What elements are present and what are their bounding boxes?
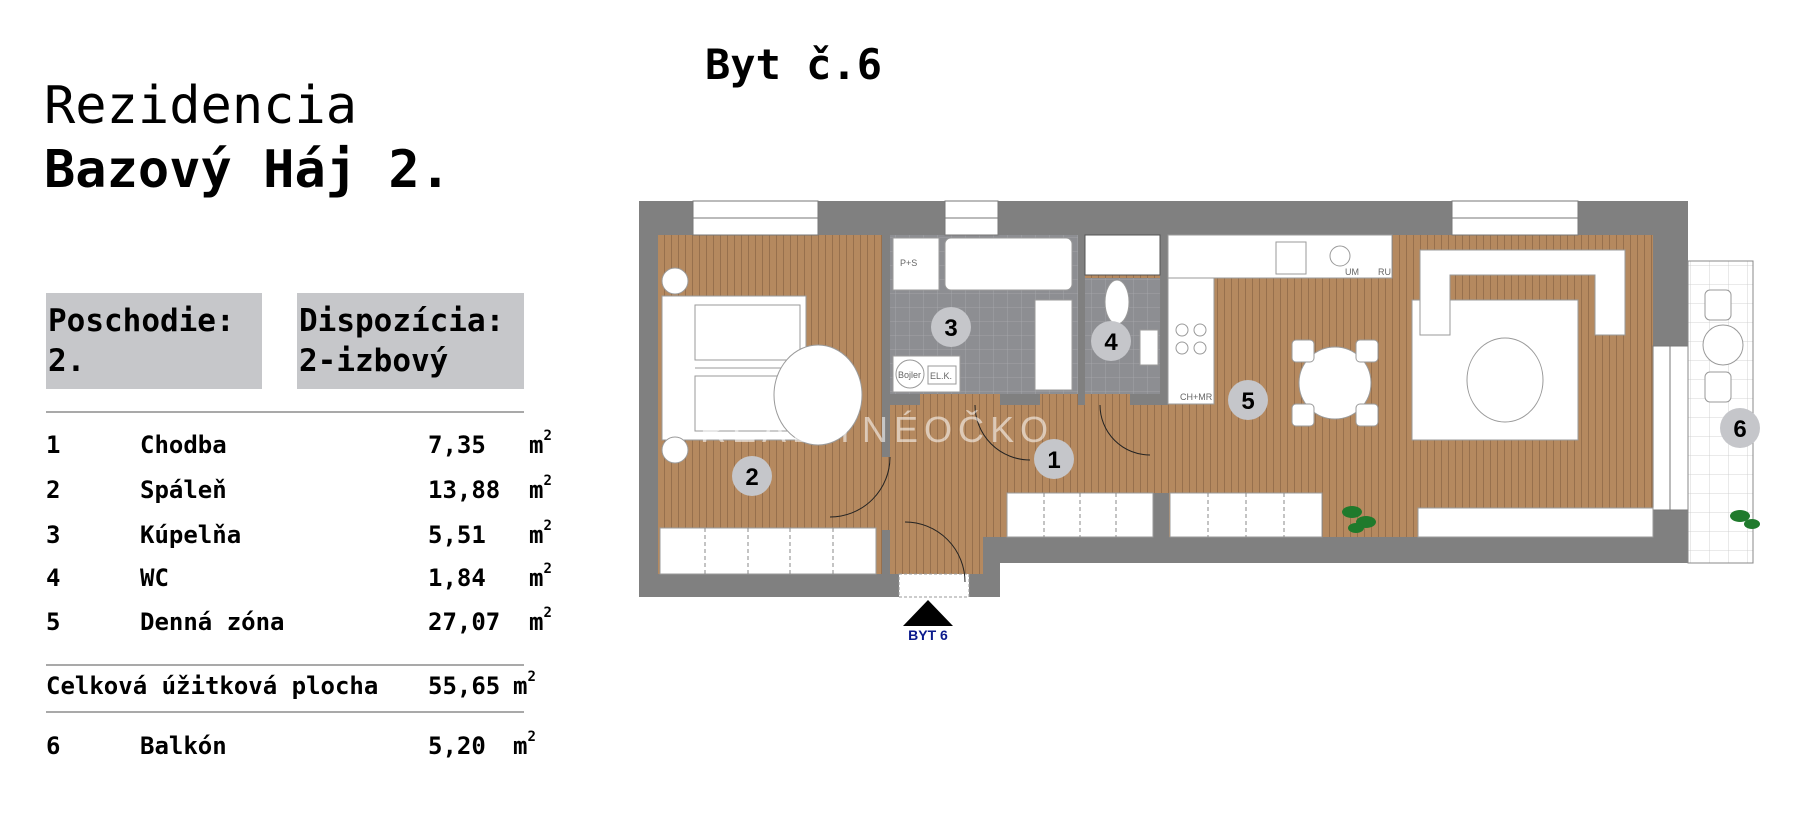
- room-name: Balkón: [140, 732, 227, 760]
- balcony-chair: [1704, 289, 1732, 321]
- room-row: 4 WC 1,84 m2: [0, 561, 600, 593]
- balcony-row: 6 Balkón 5,20 m2: [0, 729, 600, 761]
- floor-value: 2.: [48, 343, 86, 379]
- room-number: 5: [46, 608, 61, 636]
- bathtub: [944, 237, 1073, 291]
- kitchen-counter-side: [1167, 277, 1215, 405]
- room-area: 5,20: [428, 732, 486, 760]
- room-name: WC: [140, 564, 169, 592]
- nightstand: [661, 267, 689, 295]
- room-marker-3: 3: [944, 315, 957, 342]
- area-unit: m2: [529, 561, 552, 592]
- floor-label: Poschodie:: [48, 303, 235, 339]
- total-area-row: Celková úžitková plocha 55,65 m2: [0, 669, 600, 701]
- layout-value: 2-izbový: [299, 343, 449, 379]
- windows: [692, 200, 1689, 511]
- room-area: 1,84: [428, 564, 486, 592]
- room-marker-6: 6: [1733, 416, 1746, 443]
- fridge-label: RU: [1378, 267, 1391, 277]
- entrance-arrow-icon: [903, 600, 953, 626]
- title-residence: Rezidencia: [44, 76, 358, 136]
- tv-cabinet: [1417, 507, 1654, 538]
- divider: [46, 664, 524, 666]
- divider: [46, 711, 524, 713]
- door-swings: [829, 404, 1151, 583]
- area-unit: m2: [529, 428, 552, 459]
- balcony-chair: [1704, 371, 1732, 403]
- toilet: [1104, 279, 1130, 325]
- entrance-label: BYT 6: [908, 627, 948, 643]
- room-area: 5,51: [428, 521, 486, 549]
- area-unit: m2: [529, 473, 552, 504]
- title-project-name: Bazový Háj 2.: [44, 140, 451, 200]
- room-number: 3: [46, 521, 61, 549]
- room-number: 1: [46, 431, 61, 459]
- room-area: 7,35: [428, 431, 486, 459]
- entrance-gap: [898, 573, 970, 598]
- room-markers: 1 2 3 4 5 6: [732, 307, 1760, 496]
- room-number: 4: [46, 564, 61, 592]
- room-row: 5 Denná zóna 27,07 m2: [0, 605, 600, 637]
- room-marker-1: 1: [1047, 447, 1060, 474]
- bedroom-wardrobe: [659, 527, 877, 575]
- shower: [892, 237, 940, 291]
- room-marker-4: 4: [1104, 329, 1118, 356]
- area-unit: m2: [513, 669, 536, 700]
- layout-info-box: Dispozícia: 2-izbový: [297, 293, 524, 389]
- area-unit: m2: [513, 729, 536, 760]
- wc-sink: [1139, 329, 1159, 366]
- room-row: 3 Kúpelňa 5,51 m2: [0, 518, 600, 550]
- room-name: Denná zóna: [140, 608, 285, 636]
- room-name: Kúpelňa: [140, 521, 242, 549]
- total-area: 55,65: [428, 672, 501, 700]
- room-row: 1 Chodba 7,35 m2: [0, 428, 600, 460]
- nightstand: [661, 436, 689, 464]
- electric-label: EL.K.: [930, 371, 952, 381]
- bathroom-sink-cabinet: [1034, 299, 1073, 391]
- room-marker-5: 5: [1241, 388, 1254, 415]
- watermark-logo: REALITNÉOČKO: [700, 409, 1054, 450]
- floor-info-box: Poschodie: 2.: [46, 293, 262, 389]
- dishwasher-label: UM: [1345, 267, 1359, 277]
- room-name: Chodba: [140, 431, 227, 459]
- bedroom-rug: [773, 344, 863, 446]
- apartment-title: Byt č.6: [705, 40, 883, 89]
- total-label: Celková úžitková plocha: [46, 672, 379, 700]
- room-number: 2: [46, 476, 61, 504]
- coffee-table: [1466, 337, 1544, 423]
- divider: [46, 411, 524, 413]
- room-row: 2 Spáleň 13,88 m2: [0, 473, 600, 505]
- area-unit: m2: [529, 605, 552, 636]
- plant-icon: [1342, 506, 1760, 533]
- room-name: Spáleň: [140, 476, 227, 504]
- balcony-table: [1702, 324, 1744, 366]
- wc-shelf: [1084, 234, 1161, 276]
- room-number: 6: [46, 732, 61, 760]
- boiler-label: Bojler: [898, 370, 921, 380]
- sofa: [1419, 249, 1626, 336]
- wardrobe-dividers: [704, 493, 1285, 574]
- interior-walls: [882, 235, 1169, 574]
- dining-table: [1298, 346, 1372, 420]
- room-area: 13,88: [428, 476, 501, 504]
- shower-label: P+S: [900, 258, 917, 268]
- kitchen-sink: [1275, 241, 1307, 275]
- layout-label: Dispozícia:: [299, 303, 505, 339]
- room-marker-2: 2: [745, 464, 758, 491]
- room-area: 27,07: [428, 608, 501, 636]
- area-unit: m2: [529, 518, 552, 549]
- fridge-freezer-label: CH+MR: [1180, 392, 1213, 402]
